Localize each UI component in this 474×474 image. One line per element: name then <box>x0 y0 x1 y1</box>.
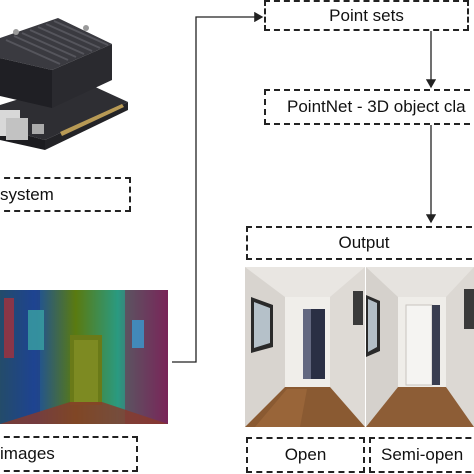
system-label: system <box>0 184 54 204</box>
depth-image <box>0 290 168 424</box>
system-box: system <box>0 177 131 212</box>
open-box: Open <box>246 437 365 473</box>
open-label: Open <box>284 445 327 464</box>
output-image-open <box>245 267 365 427</box>
arrow-images-to-pointsets <box>172 11 264 363</box>
output-box: Output <box>246 226 474 260</box>
images-label: images <box>0 444 55 463</box>
semi-open-box: Semi-open <box>369 437 474 473</box>
point-sets-label: Point sets <box>329 5 404 25</box>
pointnet-label: PointNet - 3D object cla <box>287 97 466 116</box>
output-image-semi-open <box>366 267 474 427</box>
output-label: Output <box>338 233 390 252</box>
pointnet-box: PointNet - 3D object cla <box>264 89 474 125</box>
point-sets-box: Point sets <box>264 0 469 31</box>
embedded-board-image <box>0 18 128 150</box>
semi-open-label: Semi-open <box>381 445 464 464</box>
images-box: images <box>0 436 138 472</box>
